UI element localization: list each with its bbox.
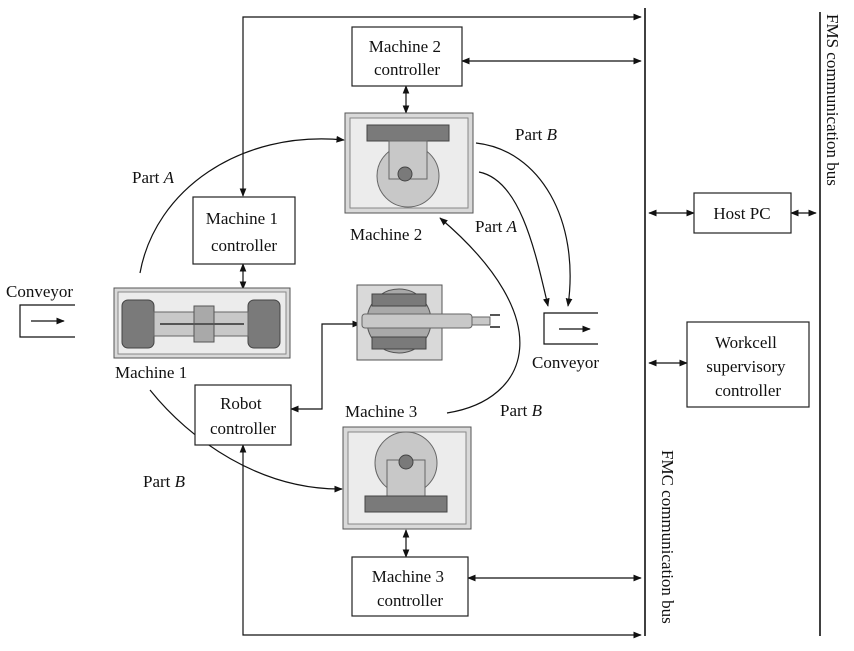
robot-controller-box xyxy=(194,384,292,446)
machine-2-graphic xyxy=(344,112,474,214)
workcell-controller-box xyxy=(686,321,810,408)
robot-graphic xyxy=(356,284,500,361)
host-pc-box xyxy=(693,192,792,234)
machine-1-controller-box xyxy=(192,196,296,265)
machine-2-label: Machine 2 xyxy=(350,225,422,244)
machine-1-label: Machine 1 xyxy=(115,363,187,382)
bottom-wire xyxy=(239,444,642,639)
flow-partB-m2-conveyor xyxy=(475,142,573,307)
fmc-bus-label: FMC communication bus xyxy=(658,450,677,624)
machine-3-graphic xyxy=(342,426,472,530)
flow-partB-m3-m2 xyxy=(439,217,521,414)
part-a-label-m2: Part A xyxy=(475,217,518,236)
conveyor-in-label: Conveyor xyxy=(6,282,73,301)
conveyor-out-label: Conveyor xyxy=(532,353,599,372)
machine-1-graphic xyxy=(113,287,291,359)
part-b-label-m2: Part B xyxy=(515,125,558,144)
host-pc-label: Host PC xyxy=(713,204,770,223)
machine-2-controller-box xyxy=(351,26,463,87)
flow-partA-m1-m2 xyxy=(139,135,345,274)
machine-1-controller-label: Machine 1 controller xyxy=(206,209,282,255)
robot-controller-label: Robot controller xyxy=(210,394,276,438)
machine-3-label: Machine 3 xyxy=(345,402,417,421)
workcell-controller-label: Workcell supervisory controller xyxy=(706,333,790,400)
part-b-label-m3: Part B xyxy=(500,401,543,420)
top-wire xyxy=(239,13,642,197)
conveyor-in xyxy=(19,304,75,338)
machine-3-controller-box xyxy=(351,556,469,617)
flow-partA-m2-conveyor xyxy=(478,171,550,307)
part-b-label-m1: Part B xyxy=(143,472,186,491)
part-a-label-m1: Part A xyxy=(132,168,175,187)
machine-2-controller-label: Machine 2 controller xyxy=(369,37,445,79)
robot-ctrl-link xyxy=(290,320,361,413)
machine-3-controller-label: Machine 3 controller xyxy=(372,567,448,610)
flow-partB-m1-m3 xyxy=(149,389,343,493)
fms-bus-label: FMS communication bus xyxy=(823,14,842,186)
conveyor-out xyxy=(543,312,598,345)
